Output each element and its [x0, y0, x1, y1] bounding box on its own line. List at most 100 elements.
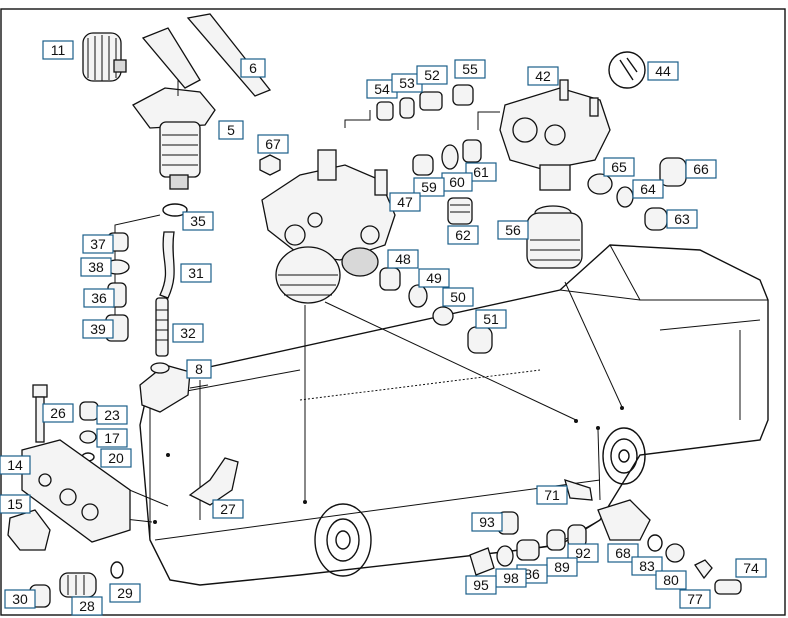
callout-box: [387, 249, 419, 269]
callout-number: 42: [535, 68, 551, 84]
part-44-wrench-symbol: [608, 51, 646, 89]
callout-15: 15: [0, 494, 31, 514]
callout-5: 5: [218, 120, 244, 140]
callout-6: 6: [240, 58, 266, 78]
fittings-52-55: [376, 84, 474, 121]
callout-box: [82, 319, 114, 339]
callout-number: 17: [104, 430, 120, 446]
callout-number: 71: [544, 487, 560, 503]
callout-box: [632, 179, 664, 199]
callout-box: [212, 499, 244, 519]
callout-box: [418, 268, 450, 288]
callout-number: 89: [554, 559, 570, 575]
callout-51: 51: [475, 309, 507, 329]
callout-47: 47: [389, 192, 421, 212]
callout-32: 32: [172, 323, 204, 343]
part-11-filter: [82, 32, 127, 82]
callout-number: 20: [108, 450, 124, 466]
callout-83: 83: [631, 556, 663, 576]
callout-number: 30: [12, 591, 28, 607]
fittings-17-23: [79, 401, 99, 462]
callout-number: 47: [397, 194, 413, 210]
callout-box: [497, 220, 529, 240]
callout-98: 98: [495, 568, 527, 588]
callout-number: 92: [575, 545, 591, 561]
callout-49: 49: [418, 268, 450, 288]
callout-number: 62: [455, 227, 471, 243]
callout-box: [4, 589, 36, 609]
callout-23: 23: [96, 405, 128, 425]
callout-box: [475, 309, 507, 329]
part-8-tee-fitting: [139, 362, 191, 413]
callout-number: 28: [79, 598, 95, 614]
part-35-clamp: [162, 203, 188, 217]
part-6-pedal-bracket: [186, 13, 272, 97]
callout-box: [389, 192, 421, 212]
callout-box: [536, 485, 568, 505]
callout-box: [685, 159, 717, 179]
callout-14: 14: [0, 455, 31, 475]
callout-77: 77: [679, 589, 711, 609]
callout-number: 39: [90, 321, 106, 337]
callout-number: 56: [505, 222, 521, 238]
callout-number: 15: [7, 496, 23, 512]
callout-number: 37: [90, 236, 106, 252]
callout-box: [80, 257, 112, 277]
part-14-manifold-block: [21, 439, 131, 543]
callout-number: 27: [220, 501, 236, 517]
callout-42: 42: [527, 66, 559, 86]
callout-number: 68: [615, 545, 631, 561]
part-15-cover: [7, 509, 51, 551]
callout-box: [413, 177, 445, 197]
callout-box: [679, 589, 711, 609]
callout-44: 44: [647, 61, 679, 81]
callout-number: 98: [503, 570, 519, 586]
callout-box: [735, 558, 767, 578]
part-47-relay-valve: [261, 149, 396, 304]
callout-52: 52: [416, 65, 448, 85]
callout-35: 35: [182, 211, 214, 231]
fittings-63-66: [587, 157, 687, 231]
callout-number: 14: [7, 457, 23, 473]
callout-box: [109, 583, 141, 603]
callout-box: [465, 575, 497, 595]
callout-box: [647, 61, 679, 81]
callout-28: 28: [71, 596, 103, 616]
part-31-hose: [159, 231, 175, 299]
part-68-union: [597, 499, 651, 541]
callout-31: 31: [180, 263, 212, 283]
callout-box: [454, 59, 486, 79]
callout-number: 54: [374, 81, 390, 97]
callout-29: 29: [109, 583, 141, 603]
callout-80: 80: [655, 570, 687, 590]
callout-74: 74: [735, 558, 767, 578]
callout-8: 8: [186, 359, 212, 379]
callout-number: 63: [674, 211, 690, 227]
part-32-fitting: [155, 297, 169, 357]
callout-number: 8: [195, 361, 203, 377]
part-56-canister: [526, 205, 583, 269]
callout-number: 23: [104, 407, 120, 423]
callout-11: 11: [42, 40, 74, 60]
callout-68: 68: [607, 543, 639, 563]
callout-95: 95: [465, 575, 497, 595]
callout-53: 53: [391, 73, 423, 93]
callout-number: 80: [663, 572, 679, 588]
callout-number: 26: [50, 405, 66, 421]
fittings-74-83: [647, 534, 742, 595]
callout-67: 67: [257, 134, 289, 154]
callout-27: 27: [212, 499, 244, 519]
callout-number: 74: [743, 560, 759, 576]
callout-box: [0, 494, 31, 514]
callout-number: 55: [462, 61, 478, 77]
callout-number: 93: [479, 514, 495, 530]
callout-number: 86: [524, 566, 540, 582]
callout-65: 65: [603, 157, 635, 177]
callout-66: 66: [685, 159, 717, 179]
callout-box: [257, 134, 289, 154]
callout-number: 32: [180, 325, 196, 341]
callout-number: 83: [639, 558, 655, 574]
callout-55: 55: [454, 59, 486, 79]
